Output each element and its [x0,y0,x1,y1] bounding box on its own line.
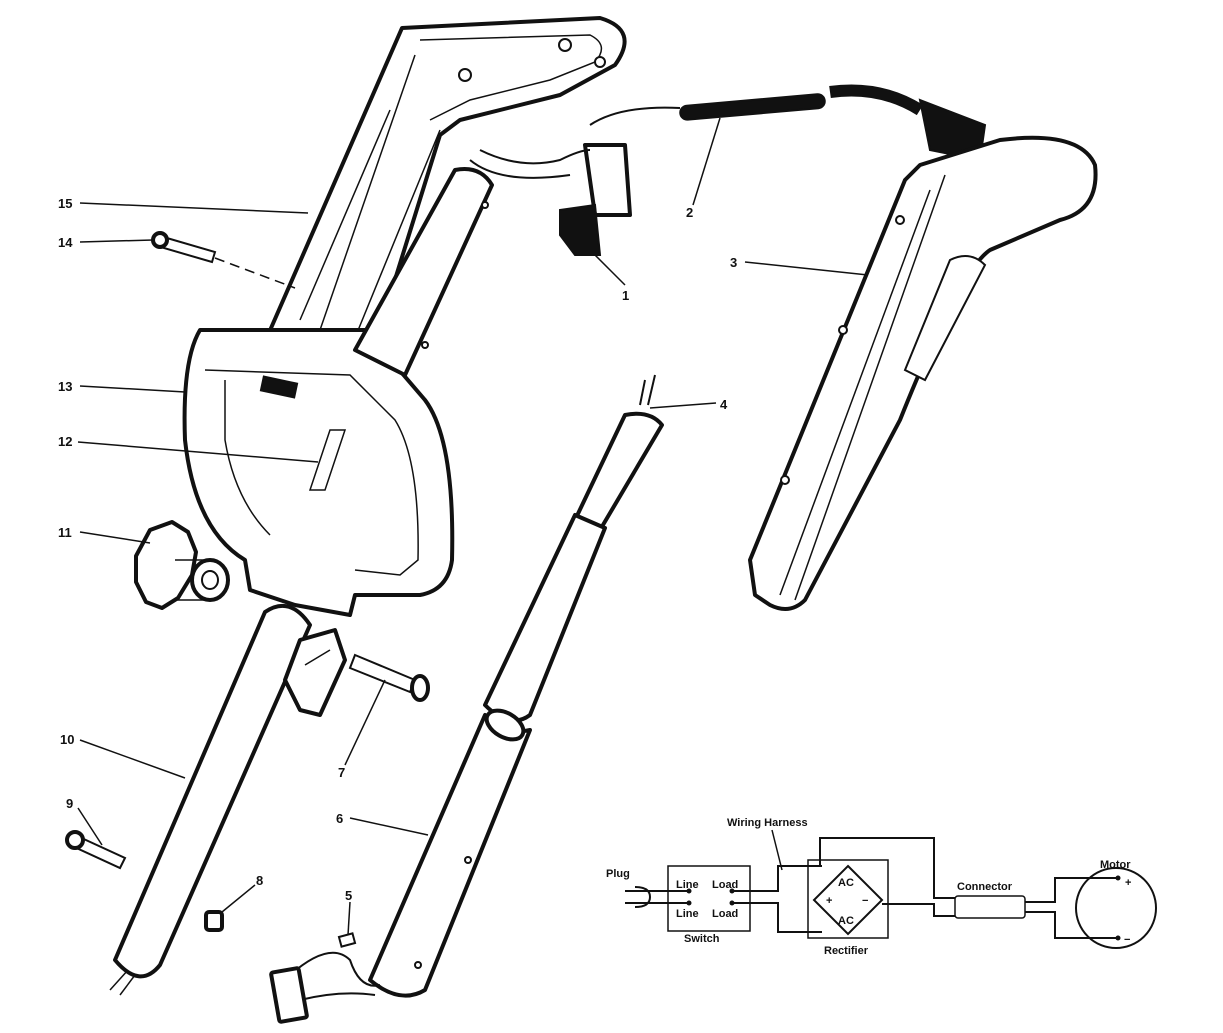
callout-5: 5 [345,888,352,903]
part-clamp-bracket [283,628,347,717]
leader-8 [221,884,256,913]
leader-14 [79,239,154,243]
part-8-nut [204,910,224,932]
leader-13 [79,385,186,393]
wiring-harness-label: Wiring Harness [727,817,808,829]
leader-4 [649,402,717,409]
rectifier-ac-top: AC [838,877,854,889]
plug-symbol [634,886,652,908]
callout-7: 7 [338,765,345,780]
switch-line-top: Line [676,879,699,891]
part-10-lower-tube [109,603,312,996]
callout-15: 15 [58,196,72,211]
rectifier-plus: + [826,895,832,907]
leader-9 [77,807,103,846]
part-4-upper-extension-tube [483,374,664,723]
part-9-screw [65,830,127,870]
callout-4: 4 [720,397,728,412]
part-11-knob [134,520,230,610]
callout-10: 10 [60,732,74,747]
switch-load-bottom: Load [712,908,738,920]
rectifier-label: Rectifier [824,945,869,957]
leader-12 [77,441,319,463]
part-1-switch [469,143,632,256]
part-6-lower-extension-tube [368,708,532,998]
callout-12: 12 [58,434,72,449]
rectifier-ac-bottom: AC [838,915,854,927]
part-5-terminal [269,932,381,1024]
callout-3: 3 [730,255,737,270]
wiring-schematic: Plug Line Load Line Load Switch Wiring H… [606,817,1157,957]
connector-box [954,895,1026,919]
callout-14: 14 [58,235,73,250]
leader-3 [744,261,869,276]
callout-6: 6 [336,811,343,826]
motor-minus: − [1124,934,1130,946]
switch-line-bottom: Line [676,908,699,920]
callout-9: 9 [66,796,73,811]
part-2-power-cord [589,84,1001,162]
motor-symbol [1075,867,1157,949]
motor-plus: + [1125,877,1131,889]
leader-10 [79,739,186,779]
switch-box [667,865,751,932]
part-3-handle-housing [748,135,1098,611]
leader-5 [347,901,351,936]
rectifier-diamond [812,864,884,936]
callout-numbers: 1 2 3 4 5 6 7 8 9 10 11 12 13 14 15 [58,196,737,903]
callout-11: 11 [58,525,72,540]
part-14-screw [151,231,296,289]
part-wiring-tube [353,167,494,377]
motor-label: Motor [1100,859,1131,871]
leader-6 [349,817,429,836]
rectifier-minus: − [862,895,868,907]
callout-13: 13 [58,379,72,394]
callout-8: 8 [256,873,263,888]
leader-1 [589,249,626,286]
callout-1: 1 [622,288,629,303]
rectifier-box [807,859,889,939]
switch-load-top: Load [712,879,738,891]
part-13-d-handle [182,328,455,617]
leader-lines [77,117,869,936]
leader-15 [79,202,309,214]
callout-2: 2 [686,205,693,220]
part-7-bolt [348,653,430,702]
leader-2 [692,117,721,206]
leader-11 [79,531,151,544]
connector-label: Connector [957,881,1013,893]
leader-7 [344,679,386,766]
schematic-plug-label: Plug [606,868,630,880]
switch-label: Switch [684,933,720,945]
